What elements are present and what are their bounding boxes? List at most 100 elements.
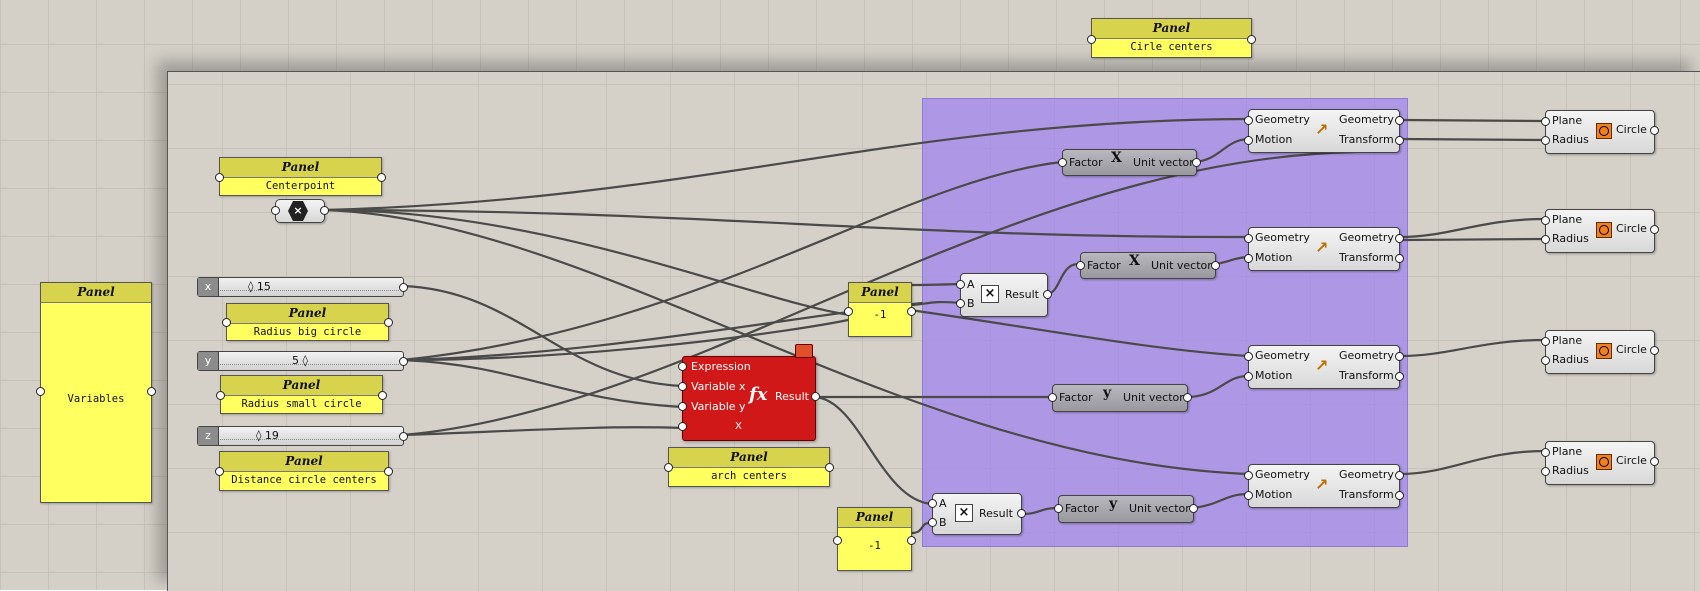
- output-port-result[interactable]: [811, 392, 820, 401]
- output-port[interactable]: [907, 536, 916, 545]
- input-port[interactable]: [1054, 504, 1063, 513]
- input-port-motion[interactable]: [1244, 372, 1253, 381]
- input-port[interactable]: [1058, 158, 1067, 167]
- output-port-geometry[interactable]: [1395, 352, 1404, 361]
- output-port[interactable]: [1211, 261, 1220, 270]
- output-port[interactable]: [825, 463, 834, 472]
- output-port[interactable]: [384, 318, 393, 327]
- input-port-geometry[interactable]: [1244, 116, 1253, 125]
- input-port-extra[interactable]: [678, 422, 687, 431]
- panel-radius-big-circle[interactable]: Panel Radius big circle: [222, 303, 393, 341]
- expression-component[interactable]: Expression Variable x Variable y fx Resu…: [678, 344, 820, 441]
- input-port-motion[interactable]: [1244, 491, 1253, 500]
- output-port-geometry[interactable]: [1395, 234, 1404, 243]
- input-port-a[interactable]: [956, 280, 965, 289]
- input-port-b[interactable]: [956, 299, 965, 308]
- input-port-plane[interactable]: [1541, 216, 1550, 225]
- output-port-circle[interactable]: [1650, 346, 1659, 355]
- panel-distance-circle-centers[interactable]: Panel Distance circle centers: [215, 451, 393, 491]
- output-port[interactable]: [399, 432, 408, 441]
- circle-component-3[interactable]: Plane Radius Circle: [1541, 330, 1659, 374]
- multiplication-component-bottom[interactable]: A B × Result: [928, 493, 1026, 535]
- panel-variables[interactable]: Panel Variables: [36, 282, 156, 503]
- input-port-plane[interactable]: [1541, 448, 1550, 457]
- output-port[interactable]: [320, 206, 329, 215]
- output-port-geometry[interactable]: [1395, 471, 1404, 480]
- output-port[interactable]: [399, 283, 408, 292]
- input-port[interactable]: [1087, 35, 1096, 44]
- slider-track[interactable]: [220, 364, 399, 367]
- output-port[interactable]: [399, 357, 408, 366]
- move-component-1[interactable]: Geometry Motion ↗ Geometry Transform: [1244, 109, 1404, 153]
- input-port[interactable]: [1076, 261, 1085, 270]
- output-port-transform[interactable]: [1395, 491, 1404, 500]
- input-port-plane[interactable]: [1541, 117, 1550, 126]
- output-port[interactable]: [907, 307, 916, 316]
- input-port[interactable]: [1048, 393, 1057, 402]
- panel-arch-centers[interactable]: Panel arch centers: [664, 447, 834, 487]
- output-port[interactable]: [1192, 158, 1201, 167]
- input-port[interactable]: [222, 318, 231, 327]
- input-port-expression[interactable]: [678, 362, 687, 371]
- input-port-y[interactable]: [678, 402, 687, 411]
- panel-radius-small-circle[interactable]: Panel Radius small circle: [216, 375, 387, 414]
- input-port-b[interactable]: [928, 518, 937, 527]
- input-port[interactable]: [271, 206, 280, 215]
- unit-y-component-2[interactable]: Factor y Unit vector: [1054, 495, 1198, 523]
- input-port-radius[interactable]: [1541, 356, 1550, 365]
- output-port[interactable]: [1189, 504, 1198, 513]
- input-port-geometry[interactable]: [1244, 471, 1253, 480]
- move-component-4[interactable]: Geometry Motion ↗ Geometry Transform: [1244, 464, 1404, 508]
- output-port-result[interactable]: [1017, 509, 1026, 518]
- input-port[interactable]: [216, 391, 225, 400]
- input-port-geometry[interactable]: [1244, 352, 1253, 361]
- input-port-motion[interactable]: [1244, 254, 1253, 263]
- unit-x-component-1[interactable]: Factor X Unit vector: [1058, 149, 1201, 176]
- output-port-circle[interactable]: [1650, 225, 1659, 234]
- circle-component-1[interactable]: Plane Radius Circle: [1541, 110, 1659, 154]
- input-port-radius[interactable]: [1541, 235, 1550, 244]
- output-port[interactable]: [378, 391, 387, 400]
- multiplication-component-top[interactable]: A B × Result: [956, 273, 1052, 317]
- output-port[interactable]: [377, 173, 386, 182]
- panel-negative-one-top[interactable]: Panel -1: [844, 282, 916, 337]
- input-port[interactable]: [215, 173, 224, 182]
- number-slider-y[interactable]: y 5 ◊: [197, 351, 408, 371]
- number-slider-z[interactable]: z ◊ 19: [197, 426, 408, 446]
- input-port-plane[interactable]: [1541, 337, 1550, 346]
- input-port-motion[interactable]: [1244, 136, 1253, 145]
- number-slider-x[interactable]: x ◊ 15: [197, 277, 408, 297]
- output-port[interactable]: [384, 467, 393, 476]
- output-port-result[interactable]: [1043, 290, 1052, 299]
- input-port[interactable]: [844, 307, 853, 316]
- panel-circle-centers[interactable]: Panel Cirle centers: [1087, 18, 1256, 58]
- input-port[interactable]: [215, 467, 224, 476]
- input-port[interactable]: [833, 536, 842, 545]
- panel-negative-one-bottom[interactable]: Panel -1: [833, 507, 916, 571]
- unit-x-component-2[interactable]: Factor X Unit vector: [1076, 252, 1220, 279]
- move-component-3[interactable]: Geometry Motion ↗ Geometry Transform: [1244, 345, 1404, 389]
- output-port-transform[interactable]: [1395, 372, 1404, 381]
- input-port[interactable]: [36, 387, 45, 396]
- output-port-geometry[interactable]: [1395, 116, 1404, 125]
- input-port-radius[interactable]: [1541, 467, 1550, 476]
- input-port-geometry[interactable]: [1244, 234, 1253, 243]
- slider-track[interactable]: [220, 439, 399, 442]
- circle-component-2[interactable]: Plane Radius Circle: [1541, 209, 1659, 253]
- input-port-radius[interactable]: [1541, 136, 1550, 145]
- output-port[interactable]: [147, 387, 156, 396]
- output-port[interactable]: [1247, 35, 1256, 44]
- input-port-a[interactable]: [928, 499, 937, 508]
- output-port-transform[interactable]: [1395, 136, 1404, 145]
- circle-component-4[interactable]: Plane Radius Circle: [1541, 441, 1659, 485]
- slider-track[interactable]: [220, 290, 399, 293]
- output-port-transform[interactable]: [1395, 254, 1404, 263]
- input-port-x[interactable]: [678, 382, 687, 391]
- unit-y-component-1[interactable]: Factor y Unit vector: [1048, 384, 1192, 412]
- move-component-2[interactable]: Geometry Motion ↗ Geometry Transform: [1244, 227, 1404, 271]
- output-port[interactable]: [1183, 393, 1192, 402]
- panel-centerpoint[interactable]: Panel Centerpoint: [215, 157, 386, 196]
- output-port-circle[interactable]: [1650, 126, 1659, 135]
- point-parameter[interactable]: ×: [271, 199, 329, 223]
